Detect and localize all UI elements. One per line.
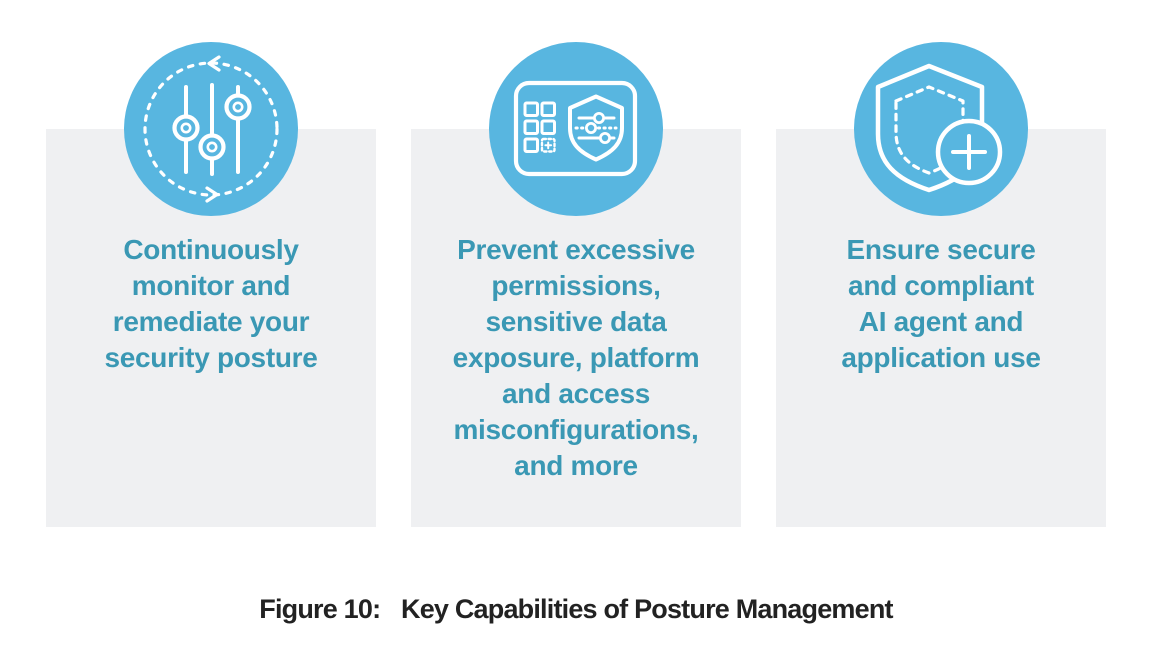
- figure-caption-text: Key Capabilities of Posture Management: [401, 594, 894, 624]
- figure-caption-label: Figure 10:: [259, 594, 381, 624]
- capability-text-prevent: Prevent excessive permissions, sensitive…: [452, 234, 700, 481]
- capability-text-monitor: Continuously monitor and remediate your …: [104, 234, 318, 373]
- shield-plus-icon: [854, 42, 1028, 216]
- sliders-cycle-icon: [124, 42, 298, 216]
- dashboard-shield-sliders-icon: [489, 42, 663, 216]
- capability-card-prevent: Prevent excessive permissions, sensitive…: [411, 42, 741, 527]
- capability-text-ensure: Ensure secure and compliant AI agent and…: [841, 234, 1041, 373]
- capability-card-monitor: Continuously monitor and remediate your …: [46, 42, 376, 527]
- capability-card-ensure: Ensure secure and compliant AI agent and…: [776, 42, 1106, 527]
- figure-caption: Figure 10: Key Capabilities of Posture M…: [0, 594, 1152, 625]
